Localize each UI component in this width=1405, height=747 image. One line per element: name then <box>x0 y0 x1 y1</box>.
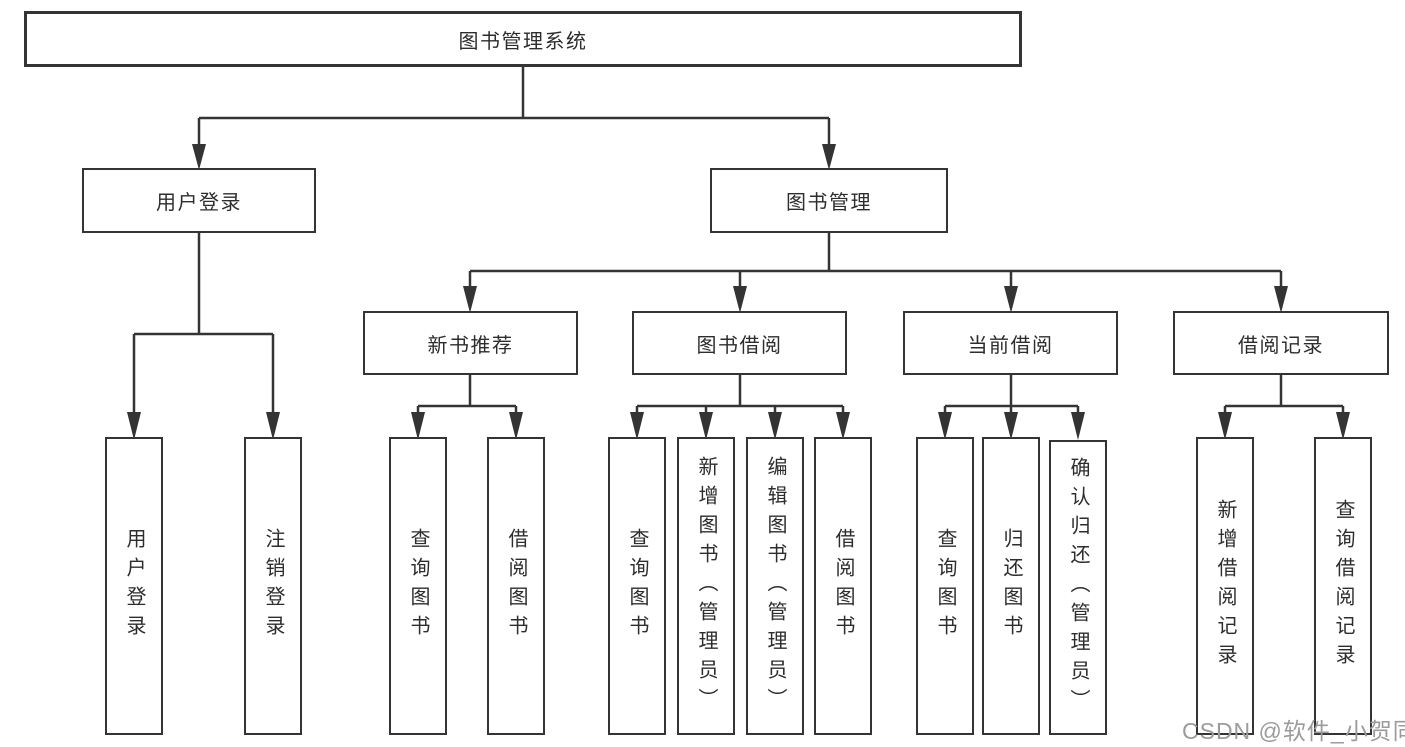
leaf-return-books: 归还图书 <box>982 437 1040 735</box>
node-book-borrowing: 图书借阅 <box>632 311 847 375</box>
node-current-borrowing: 当前借阅 <box>903 311 1118 375</box>
leaf-query-books-current: 查询图书 <box>916 437 974 735</box>
leaf-borrow-books-borrowing: 借阅图书 <box>814 437 872 735</box>
leaf-confirm-return-admin: 确认归还（管理员） <box>1049 440 1107 735</box>
node-user-login: 用户登录 <box>82 168 316 233</box>
leaf-add-book-admin: 新增图书（管理员） <box>677 437 735 735</box>
leaf-logout: 注销登录 <box>244 437 302 735</box>
leaf-query-borrow-record: 查询借阅记录 <box>1314 437 1372 735</box>
watermark: CSDN @软件_小贺同学 <box>1182 718 1405 744</box>
leaf-user-login: 用户登录 <box>105 437 163 735</box>
leaf-edit-book-admin: 编辑图书（管理员） <box>746 437 804 735</box>
leaf-query-books-recommend: 查询图书 <box>389 437 447 735</box>
node-borrowing-records: 借阅记录 <box>1173 311 1389 375</box>
node-library-management-system: 图书管理系统 <box>24 11 1022 67</box>
leaf-add-borrow-record: 新增借阅记录 <box>1196 437 1254 735</box>
node-new-book-recommend: 新书推荐 <box>363 311 578 375</box>
node-book-management: 图书管理 <box>710 168 948 233</box>
leaf-query-books-borrowing: 查询图书 <box>608 437 666 735</box>
leaf-borrow-books-recommend: 借阅图书 <box>487 437 545 735</box>
